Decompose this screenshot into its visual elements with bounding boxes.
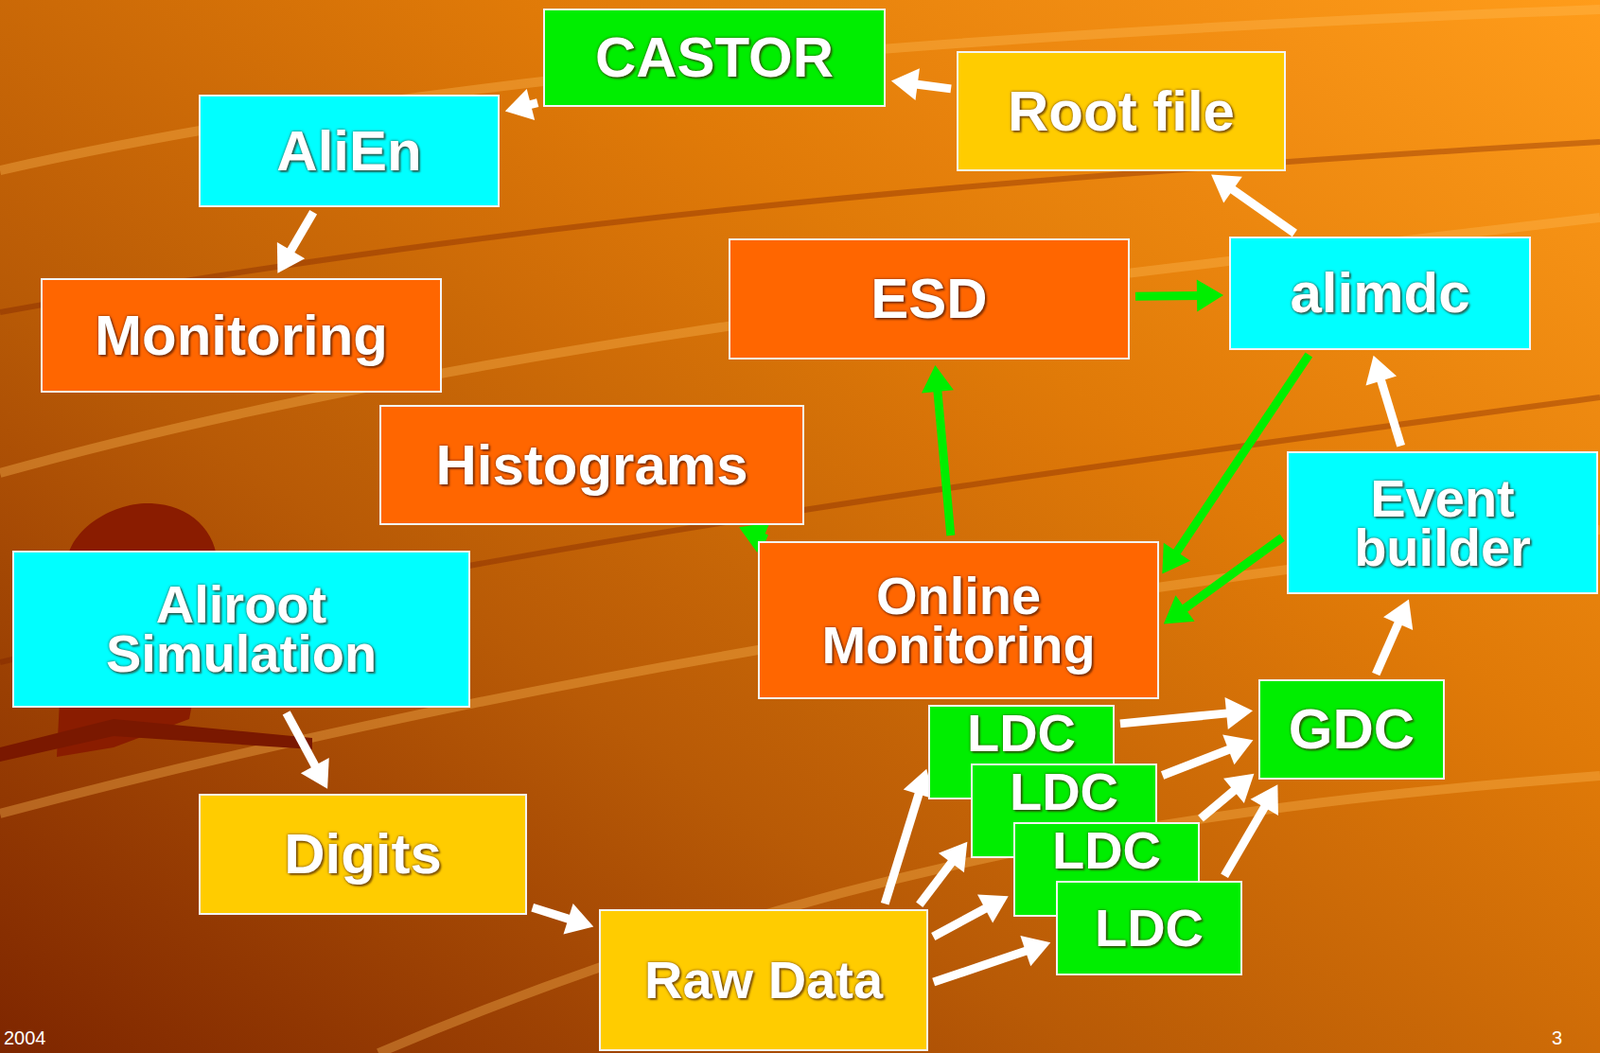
arrow-shaft xyxy=(289,211,315,254)
arrow-head xyxy=(1365,355,1397,387)
arrow-shaft xyxy=(1135,291,1201,301)
data-box: Histograms xyxy=(379,404,805,526)
arrow-shaft xyxy=(1230,187,1296,233)
arrow-head xyxy=(1225,697,1254,730)
box-label: Event builder xyxy=(1338,474,1548,572)
flow-arrow xyxy=(933,935,1052,983)
arrow-shaft xyxy=(1200,788,1237,819)
box-label: LDC xyxy=(1009,767,1119,817)
box-label: CASTOR xyxy=(595,31,834,84)
arrow-head xyxy=(977,894,1009,923)
computer-box: GDC xyxy=(1258,679,1445,780)
box-label: Online Monitoring xyxy=(778,571,1139,669)
software-box: alimdc xyxy=(1229,236,1531,351)
arrow-shaft xyxy=(932,907,988,937)
arrow-shaft xyxy=(532,907,573,920)
box-label: Digits xyxy=(283,827,442,880)
file-box: Root file xyxy=(956,51,1286,172)
arrow-head xyxy=(891,68,920,101)
arrow-shaft xyxy=(933,949,1030,983)
box-label: Root file xyxy=(1007,85,1235,138)
arrow-shaft xyxy=(286,712,317,769)
flow-arrow xyxy=(884,769,934,905)
software-box: AliEn xyxy=(198,94,500,208)
flow-arrow xyxy=(1120,697,1253,730)
flow-arrow xyxy=(277,211,314,274)
slide-date: 2004 xyxy=(3,1027,47,1050)
arrow-shaft xyxy=(1375,619,1400,674)
box-label: AliEn xyxy=(276,124,422,177)
flow-arrow xyxy=(1162,735,1254,776)
computer-box: LDC xyxy=(1055,880,1243,976)
box-label: ESD xyxy=(870,272,987,325)
flow-arrow xyxy=(919,842,968,906)
flow-arrow xyxy=(532,903,595,934)
flow-arrow xyxy=(505,88,538,121)
flow-arrow xyxy=(286,712,330,789)
arrow-shaft xyxy=(1181,537,1283,611)
arrow-head xyxy=(300,757,330,790)
box-label: LDC xyxy=(1094,903,1204,953)
arrow-head xyxy=(277,242,305,274)
flow-arrow xyxy=(921,365,954,536)
flow-arrow xyxy=(1135,279,1224,312)
arrow-head xyxy=(1223,773,1254,804)
flow-arrow xyxy=(1200,773,1254,819)
box-label: LDC xyxy=(1052,826,1161,876)
arrow-head xyxy=(1222,735,1253,766)
arrow-head xyxy=(1250,784,1279,816)
figure-silhouette xyxy=(0,719,313,762)
software-box: Event builder xyxy=(1286,451,1599,595)
arrow-head xyxy=(1383,598,1413,630)
box-label: Histograms xyxy=(435,439,748,492)
arrow-head xyxy=(1196,279,1224,312)
arrow-head xyxy=(1163,595,1196,624)
data-box: Raw Data xyxy=(598,909,929,1052)
arrow-head xyxy=(1019,935,1051,967)
box-label: Aliroot Simulation xyxy=(42,580,440,678)
page-number: 3 xyxy=(1551,1027,1563,1050)
arrow-shaft xyxy=(919,860,954,905)
flow-arrow xyxy=(1224,784,1279,877)
data-box: ESD xyxy=(728,238,1130,360)
flow-arrow xyxy=(932,894,1008,937)
flow-arrow xyxy=(1375,598,1413,674)
storage-box: CASTOR xyxy=(543,8,886,107)
arrow-head xyxy=(1211,174,1243,203)
box-label: LDC xyxy=(967,708,1076,758)
arrow-head xyxy=(562,903,594,934)
arrow-shaft xyxy=(914,84,951,89)
data-box: Online Monitoring xyxy=(757,541,1160,700)
flow-arrow xyxy=(1365,355,1401,447)
flow-arrow xyxy=(891,68,951,101)
arrow-shaft xyxy=(1162,748,1232,776)
arrow-head xyxy=(938,842,968,874)
data-box: Digits xyxy=(198,793,528,915)
software-box: Aliroot Simulation xyxy=(12,550,471,708)
flow-arrow xyxy=(1163,537,1283,624)
arrow-head xyxy=(505,88,535,121)
arrow-shaft xyxy=(1380,377,1402,447)
arrow-shaft xyxy=(884,791,920,905)
box-label: GDC xyxy=(1288,703,1415,756)
arrow-shaft xyxy=(937,387,951,536)
arrow-head xyxy=(921,365,954,393)
arrow-shaft xyxy=(1120,713,1231,724)
arrow-shaft xyxy=(1224,804,1266,877)
box-label: Monitoring xyxy=(94,309,388,362)
data-box: Monitoring xyxy=(40,278,442,393)
box-label: Raw Data xyxy=(640,955,887,1005)
flow-arrow xyxy=(1211,174,1295,233)
arrow-head xyxy=(1161,543,1191,575)
box-label: alimdc xyxy=(1289,266,1470,319)
